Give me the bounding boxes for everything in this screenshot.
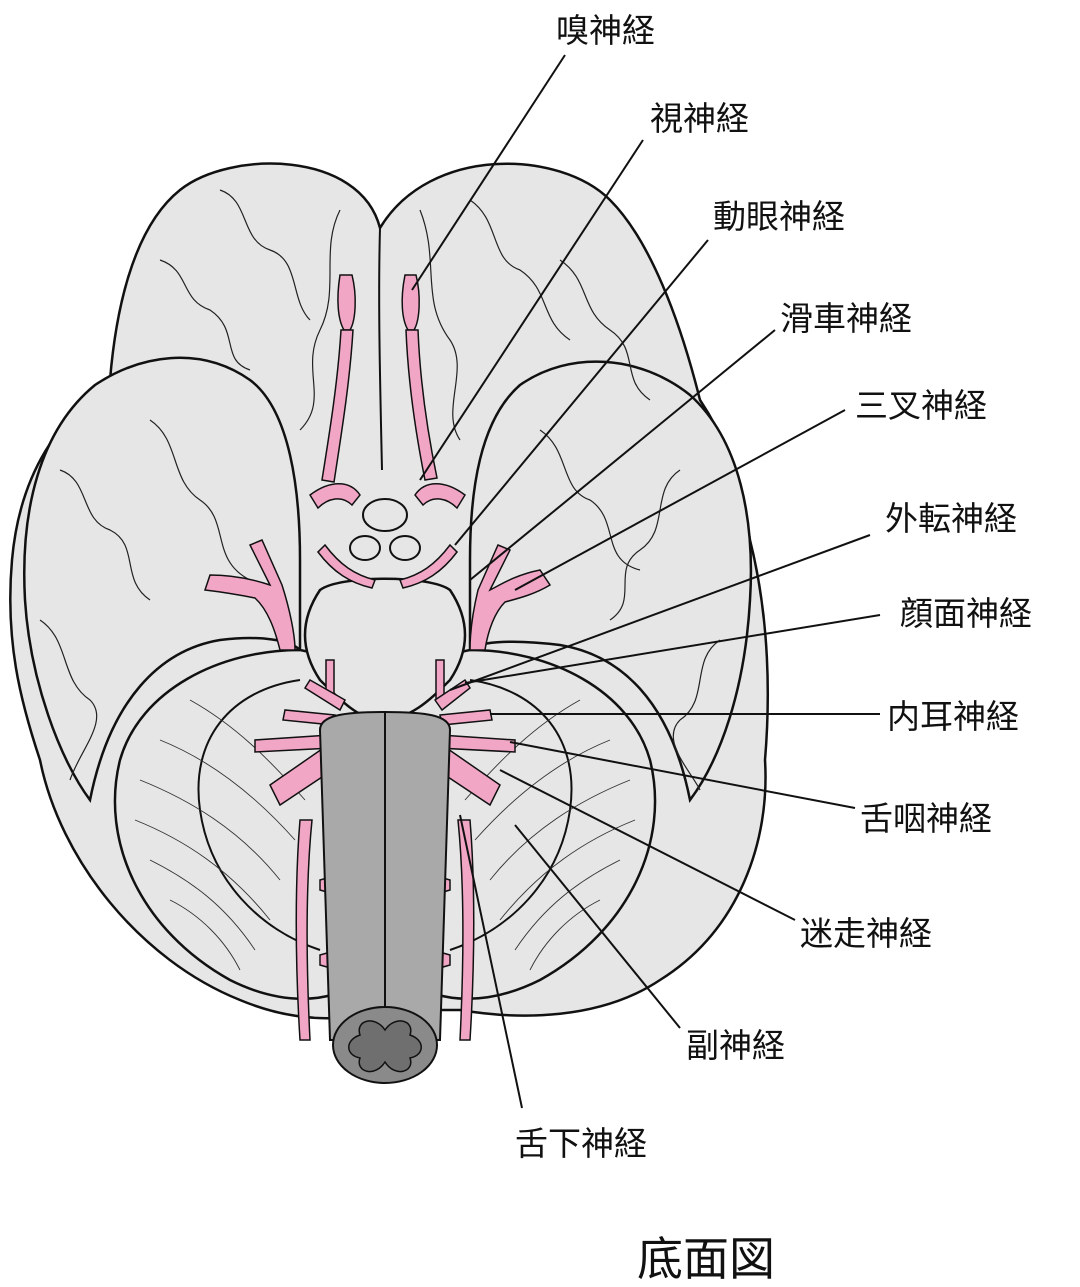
- leader-olfactory: [411, 54, 566, 291]
- folium-line: [149, 859, 256, 951]
- longitudinal-fissure: [378, 227, 383, 471]
- leader-abducens: [449, 534, 871, 691]
- label-abducens-nerve: 外転神経: [885, 499, 1017, 538]
- folium-line: [134, 819, 271, 921]
- pons: [303, 577, 467, 722]
- optic-nerve-left: [309, 483, 361, 510]
- label-trigeminal-nerve: 三叉神経: [855, 386, 987, 425]
- label-olfactory-nerve: 嗅神経: [556, 11, 655, 50]
- leader-hypoglossal: [459, 814, 523, 1109]
- view-caption: 底面図: [637, 1232, 775, 1286]
- gyrus-line: [609, 469, 681, 621]
- gyrus-line: [219, 189, 311, 321]
- leader-trigeminal: [514, 409, 846, 591]
- folium-line: [514, 859, 621, 951]
- gyrus-line: [39, 619, 98, 781]
- gyri-lines: [39, 189, 721, 791]
- leader-trochlear: [469, 329, 776, 581]
- gyrus-line: [559, 259, 651, 401]
- folium-line: [474, 739, 611, 841]
- leader-facial: [464, 614, 881, 684]
- leader-accessory: [514, 824, 681, 1029]
- label-optic-nerve: 視神経: [650, 99, 749, 138]
- gyrus-line: [149, 419, 251, 581]
- gyrus-line: [469, 199, 571, 341]
- medulla-spinal-cord: [318, 710, 452, 1084]
- label-glossopharyngeal-nerve: 舌咽神経: [860, 799, 992, 838]
- optic-nerve-right: [414, 483, 466, 510]
- folium-line: [489, 779, 631, 881]
- mammillary-body-left: [349, 535, 381, 561]
- trigeminal-nerve-left: [203, 539, 296, 651]
- nerve-labels: 嗅神経 視神経 動眼神経 滑車神経 三叉神経 外転神経 顔面神経 内耳神経 舌咽…: [515, 11, 1032, 1163]
- oculomotor-nerve-left: [317, 543, 376, 589]
- mammillary-body-right: [389, 535, 421, 561]
- trigeminal-nerve-right: [469, 544, 552, 651]
- olfactory-tract-left: [321, 329, 354, 483]
- gyrus-line: [159, 259, 251, 371]
- label-hypoglossal-nerve: 舌下神経: [515, 1124, 647, 1163]
- label-vestibulocochlear-nerve: 内耳神経: [887, 697, 1019, 736]
- folium-line: [159, 739, 296, 841]
- left-temporal-lobe: [23, 356, 302, 803]
- accessory-roots-right: [457, 819, 475, 1041]
- gyrus-line: [299, 209, 341, 431]
- olfactory-tract-right: [405, 329, 438, 481]
- accessory-roots-left: [295, 819, 313, 1041]
- folium-line: [169, 899, 241, 971]
- leader-vagus: [499, 769, 796, 921]
- optic-chiasm-region: [349, 498, 421, 561]
- folium-line: [529, 899, 601, 971]
- gyrus-line: [419, 209, 461, 441]
- label-trochlear-nerve: 滑車神経: [780, 299, 912, 338]
- leader-oculomotor: [454, 239, 709, 546]
- pituitary: [362, 498, 408, 532]
- leader-optic: [419, 139, 644, 481]
- gyrus-line: [59, 469, 151, 601]
- folium-line: [139, 779, 281, 881]
- facial-nerve-stub-left: [303, 678, 346, 712]
- gyrus-line: [539, 429, 641, 571]
- label-accessory-nerve: 副神経: [686, 1026, 785, 1065]
- right-temporal-lobe: [468, 360, 753, 803]
- label-vagus-nerve: 迷走神経: [800, 914, 932, 953]
- facial-nerve-stub-right: [433, 678, 471, 712]
- gray-matter-butterfly: [348, 1020, 422, 1073]
- oculomotor-nerve-right: [399, 543, 458, 589]
- leader-glossopharyngeal: [509, 741, 856, 809]
- label-oculomotor-nerve: 動眼神経: [713, 197, 845, 236]
- label-facial-nerve: 顔面神経: [900, 594, 1032, 633]
- leader-lines: [411, 54, 881, 1109]
- gyrus-line: [672, 639, 721, 791]
- folium-line: [499, 819, 636, 921]
- olfactory-bulb-left: [337, 274, 356, 331]
